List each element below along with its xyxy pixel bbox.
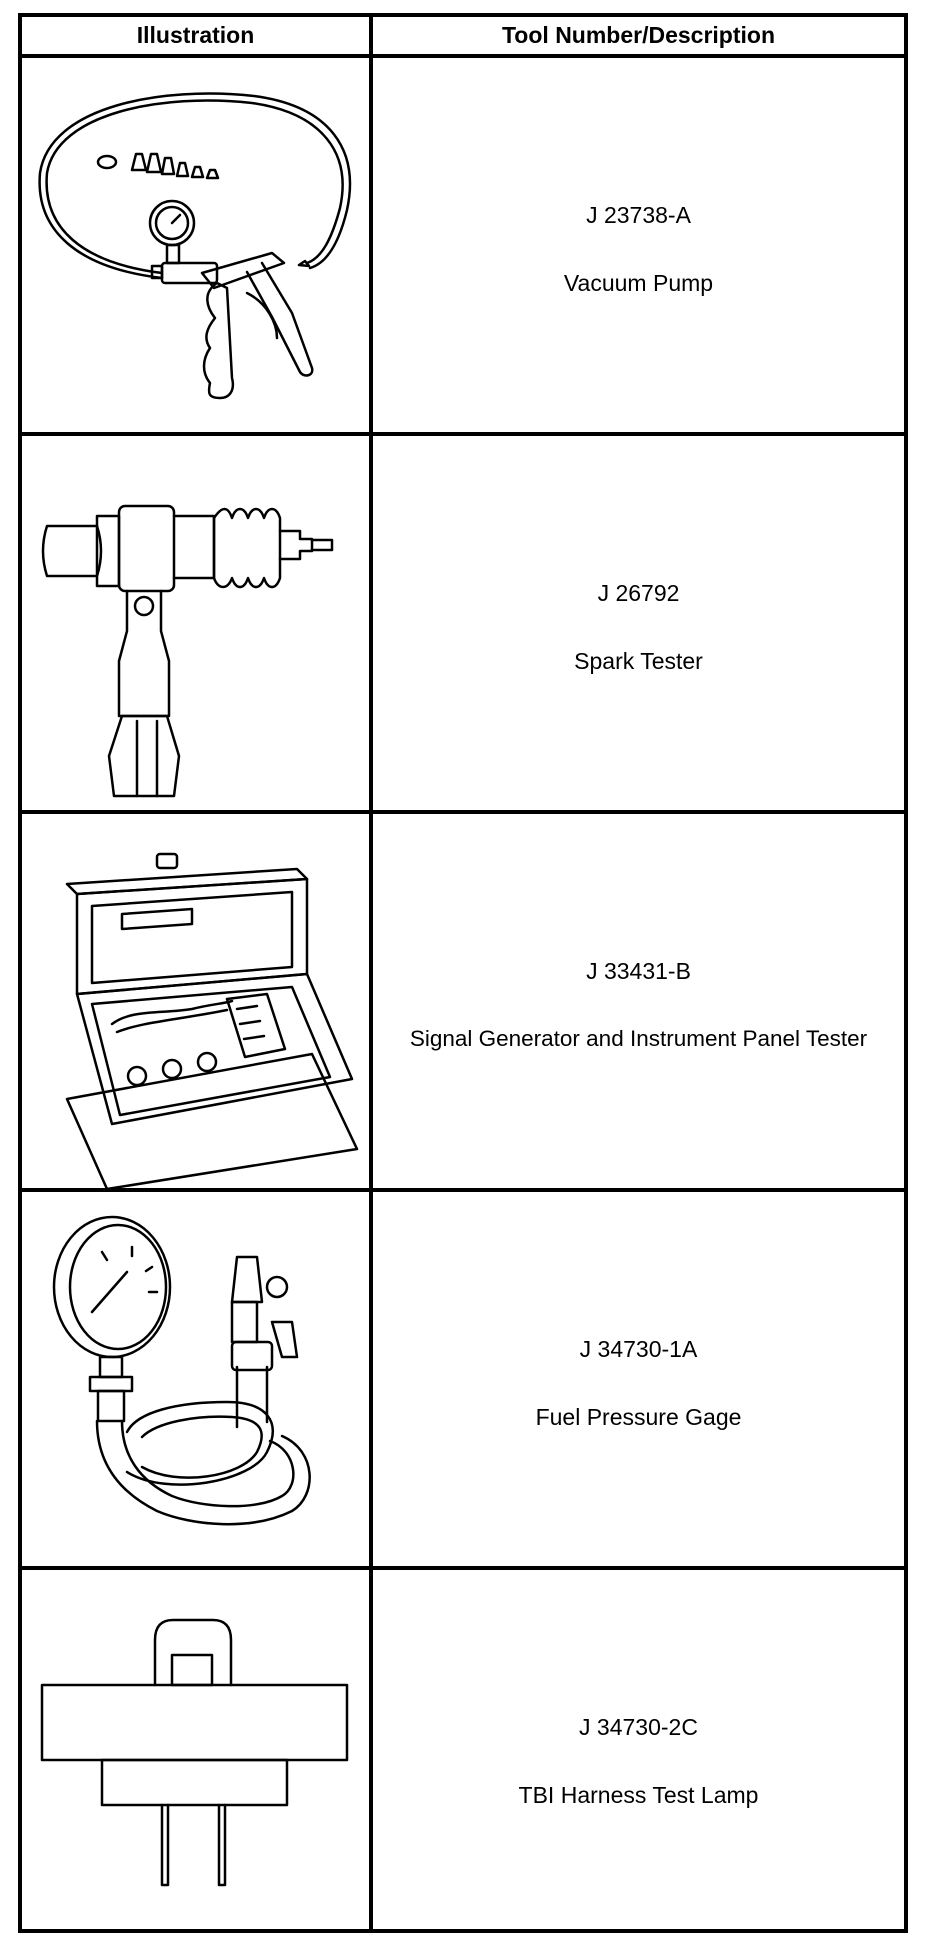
table-row: J 34730-1A Fuel Pressure Gage	[22, 1192, 904, 1570]
tool-number: J 34730-2C	[579, 1714, 698, 1740]
table-header: Illustration Tool Number/Description	[22, 17, 904, 58]
header-tool-number-description: Tool Number/Description	[501, 22, 776, 48]
table-row: J 26792 Spark Tester	[22, 436, 904, 814]
signal-generator-case-icon	[22, 814, 369, 1188]
tool-description: TBI Harness Test Lamp	[518, 1782, 759, 1808]
tool-description: Spark Tester	[574, 648, 703, 674]
table-row: J 33431-B Signal Generator and Instrumen…	[22, 814, 904, 1192]
tool-number: J 34730-1A	[579, 1336, 698, 1362]
header-illustration: Illustration	[136, 22, 255, 48]
tool-number: J 26792	[597, 580, 680, 606]
tool-description: Signal Generator and Instrument Panel Te…	[409, 1026, 868, 1051]
column-divider	[369, 17, 373, 1929]
tool-number: J 23738-A	[586, 202, 691, 228]
spark-tester-icon	[22, 436, 369, 810]
test-lamp-icon	[22, 1570, 369, 1929]
vacuum-pump-icon	[22, 58, 369, 432]
table-row: J 23738-A Vacuum Pump	[22, 58, 904, 436]
tool-description: Vacuum Pump	[563, 270, 714, 296]
fuel-pressure-gage-icon	[22, 1192, 369, 1566]
tools-table: Illustration Tool Number/Description	[18, 13, 908, 1933]
tool-description: Fuel Pressure Gage	[535, 1404, 742, 1430]
tool-number: J 33431-B	[586, 958, 691, 984]
table-row: J 34730-2C TBI Harness Test Lamp	[22, 1570, 904, 1929]
